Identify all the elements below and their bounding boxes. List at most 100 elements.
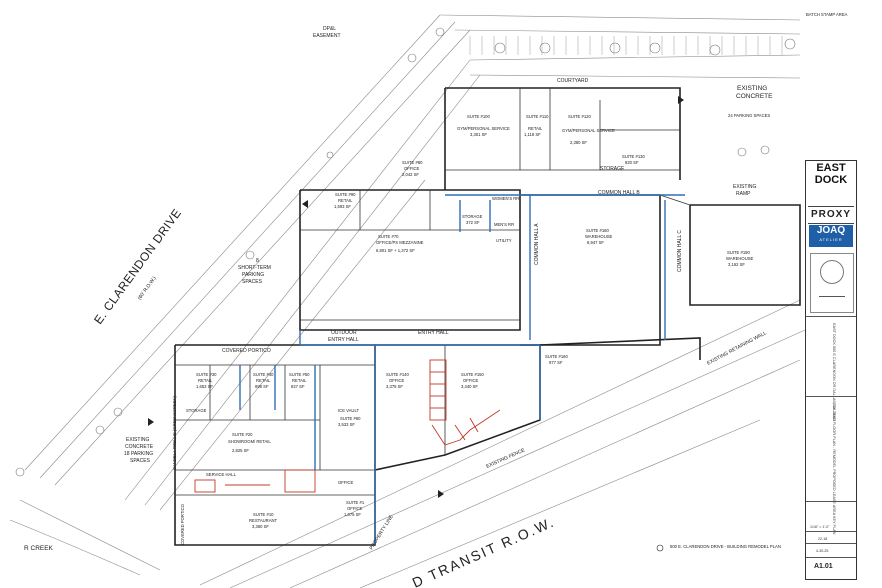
signature-line	[819, 290, 845, 297]
suite-50-name: SUITE #50	[289, 372, 310, 377]
suite-60-use: ICE VAULT	[338, 408, 359, 413]
entry-hall-label: ENTRY HALL	[418, 330, 449, 336]
drawing-title: 500 E. CLARENDON DRIVE - BUILDING REMODE…	[670, 544, 781, 549]
stamp-area-label: BATCH STAMP AREA	[806, 12, 848, 17]
short-term-3: PARKING	[242, 272, 264, 278]
suite-150-use: OFFICE	[463, 378, 479, 383]
suite-100-area: 3,301 SF	[470, 132, 487, 137]
existing-concrete-left-2: CONCRETE	[125, 444, 154, 450]
projno-divider	[806, 531, 856, 532]
utility-label: UTILITY	[496, 238, 512, 243]
parking-stalls-top	[469, 36, 783, 55]
storage-mid-label: STORAGE	[462, 214, 483, 219]
suite-30-name: SUITE #30	[196, 372, 217, 377]
covered-portico-lower-label: COVERED PORTICO	[180, 503, 185, 545]
storage-mid-area: 372 SF	[466, 220, 480, 225]
title-block: EAST DOCK PROXY JOAQ ATELIER EAST DOCK 5…	[805, 160, 857, 580]
joaq-wordmark: JOAQ	[816, 225, 846, 236]
project-divider	[806, 316, 856, 317]
suite-1-name: SUITE #1	[346, 500, 365, 505]
architect-seal	[810, 253, 854, 313]
east-dock-logo: EAST DOCK	[808, 163, 854, 203]
suite-140-name: SUITE #140	[386, 372, 409, 377]
service-hall-label: SERVICE HALL	[206, 472, 237, 477]
existing-concrete-top-2: CONCRETE	[736, 93, 773, 100]
suite-160-area: 977 SF	[549, 360, 563, 365]
interior-partitions	[175, 88, 691, 496]
outdoor-entry-1: OUTDOOR	[331, 330, 357, 336]
street-clarendon-row: (60' R.O.W.)	[137, 275, 158, 301]
suite-80-name: SUITE #80	[402, 160, 423, 165]
suite-100-use: GYM/PERSONAL SERVICE	[457, 126, 510, 131]
tree-symbols	[15, 27, 796, 477]
logo-line-1: EAST	[816, 162, 846, 174]
existing-ramp-1: EXISTING	[733, 184, 756, 190]
suite-180-area: 8,947 SF	[587, 240, 604, 245]
suite-90-name: SUITE #90	[335, 192, 356, 197]
short-term-1: 8	[256, 258, 259, 264]
storage-top-label: STORAGE	[600, 166, 625, 172]
suite-110-area: 1,118 SF	[524, 132, 541, 137]
mens-rr-label: MEN'S RR	[494, 222, 514, 227]
existing-fence-label: EXISTING FENCE	[485, 447, 526, 470]
existing-concrete-top-1: EXISTING	[737, 85, 767, 92]
suite-60-area: 3,533 SF	[338, 422, 355, 427]
blue-lease-lines	[239, 194, 685, 545]
suite-120-use: GYM/PERSONAL SERVICE	[562, 128, 615, 133]
suite-150-area: 3,440 SF	[461, 384, 478, 389]
joaq-subtitle: ATELIER	[819, 237, 843, 242]
sheet-title-divider	[806, 396, 856, 397]
suite-40-use: RETAIL	[256, 378, 271, 383]
suite-40-name: SUITE #40	[253, 372, 274, 377]
seal-icon	[820, 260, 844, 284]
sheet-divider	[806, 557, 856, 558]
womens-rr-label: WOMEN'S RR	[492, 196, 519, 201]
suite-90-area: 1,593 SF	[334, 204, 351, 209]
suite-190-area: 3,162 SF	[728, 262, 745, 267]
suite-80-area: 2,042 SF	[402, 172, 419, 177]
suite-110-use: RETAIL	[528, 126, 543, 131]
property-line-label: PROPERTY LINE	[369, 514, 396, 552]
existing-concrete-left-4: SPACES	[130, 458, 151, 464]
sheet-title: BUILDING FLOOR PLAN - REMODEL PROPOSED L…	[832, 403, 836, 535]
short-term-4: SPACES	[242, 279, 263, 285]
suite-120-area: 2,380 SF	[570, 140, 587, 145]
issue-date: 4-30-25	[816, 549, 829, 553]
existing-ramp-2: RAMP	[736, 191, 751, 197]
date-divider	[806, 543, 856, 544]
common-hall-b-label: COMMON HALL B	[598, 190, 640, 196]
scale-divider	[806, 501, 856, 502]
suite-130-area: 820 SF	[625, 160, 639, 165]
project-number: 22-18	[818, 537, 828, 541]
proxy-logo: PROXY	[808, 206, 854, 224]
courtyard-label: COURTYARD	[557, 78, 589, 84]
suite-30-area: 1,653 SF	[196, 384, 213, 389]
red-new-construction	[194, 359, 501, 493]
marker-symbols	[148, 96, 684, 552]
joaq-logo: JOAQ ATELIER	[809, 225, 853, 247]
suite-30-use: RETAIL	[198, 378, 213, 383]
suite-20-name: SUITE #20	[232, 432, 253, 437]
suite-110-name: SUITE #110	[526, 114, 549, 119]
retaining-wall-label: EXISTING RETAINING WALL	[706, 330, 768, 367]
suite-130-name: SUITE #130	[622, 154, 645, 159]
suite-120-name: SUITE #120	[568, 114, 591, 119]
covered-portico-label: COVERED PORTICO	[222, 348, 271, 354]
suite-160-name: SUITE #160	[545, 354, 568, 359]
existing-concrete-left-3: 18 PARKING	[124, 451, 153, 457]
suite-60-name: SUITE #60	[340, 416, 361, 421]
easement-label-1: DP&L	[323, 26, 336, 32]
sheet-number: A1.01	[814, 563, 833, 570]
suite-90-use: RETAIL	[338, 198, 353, 203]
suite-20-area: 2,825 SF	[232, 448, 249, 453]
suite-40-area: 898 SF	[255, 384, 269, 389]
site-linework	[9, 14, 806, 588]
suite-150-name: SUITE #150	[461, 372, 484, 377]
suite-70-name: SUITE #70	[378, 234, 399, 239]
suite-190-use: WAREHOUSE	[726, 256, 754, 261]
suite-70-use: OFFICE/PS MEZZANINE	[376, 240, 424, 245]
office-label: OFFICE	[338, 480, 354, 485]
common-hall-a-label: COMMON HALL A	[534, 223, 540, 265]
logo-line-2: DOCK	[814, 174, 848, 186]
suite-140-use: OFFICE	[389, 378, 405, 383]
